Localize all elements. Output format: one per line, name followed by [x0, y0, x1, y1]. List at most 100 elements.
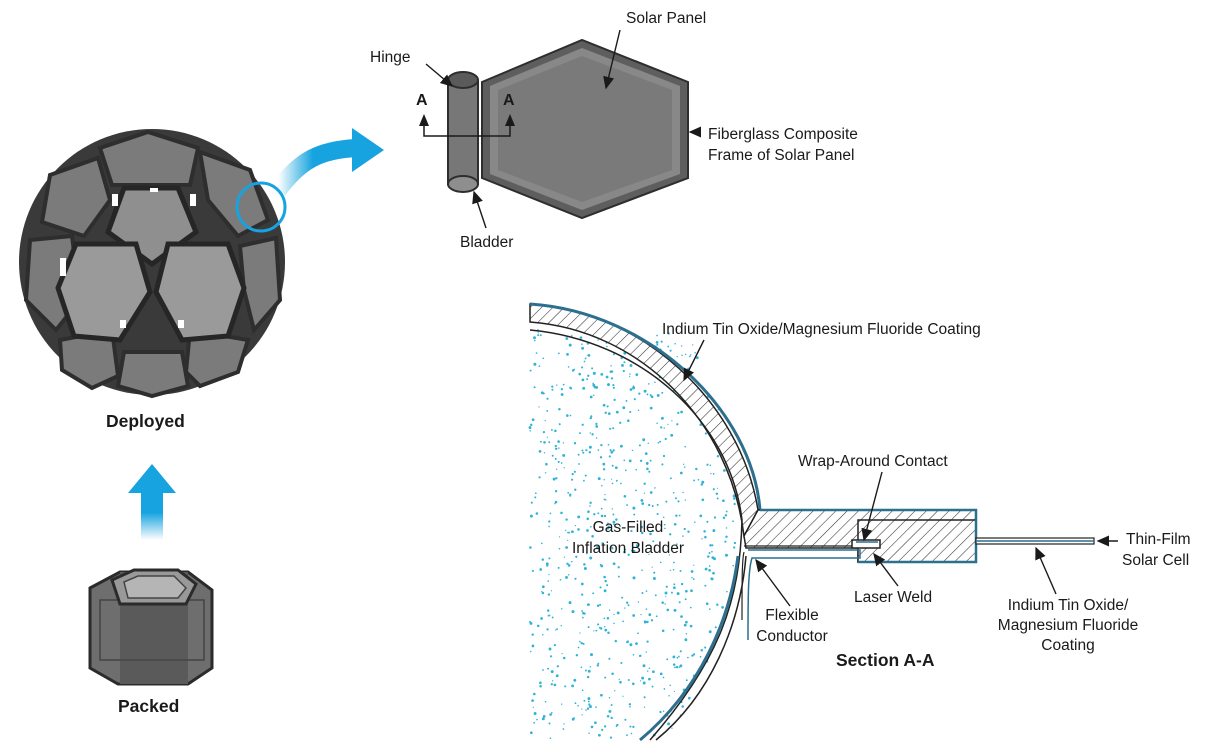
gas-particle: [648, 677, 651, 681]
gas-particle: [548, 520, 551, 523]
gas-particle: [643, 696, 646, 699]
gas-particle: [624, 548, 627, 551]
gas-particle: [560, 462, 563, 464]
gas-particle: [540, 617, 543, 620]
gas-particle: [562, 656, 566, 660]
gas-particle: [569, 414, 572, 417]
gas-particle: [591, 535, 594, 538]
gas-particle: [597, 339, 599, 341]
thin-film-label-line1: Thin-Film: [1126, 531, 1191, 548]
gas-particle: [581, 689, 584, 692]
gas-particle: [619, 525, 621, 527]
gas-particle: [616, 611, 620, 615]
gas-particle: [551, 385, 554, 388]
gas-particle: [609, 427, 612, 430]
gas-particle: [725, 553, 728, 557]
gas-particle: [613, 622, 615, 625]
gas-particle: [663, 427, 665, 429]
gas-particle: [668, 554, 671, 556]
gas-particle: [553, 683, 557, 687]
gas-particle: [589, 666, 592, 668]
gas-particle: [672, 569, 675, 571]
gas-particle: [712, 529, 716, 533]
gas-particle: [670, 433, 674, 437]
gas-particle: [657, 441, 660, 444]
gas-particle: [532, 706, 534, 708]
gas-particle: [638, 654, 641, 658]
gas-particle: [716, 454, 720, 458]
gas-particle: [595, 422, 598, 426]
gas-particle: [637, 601, 640, 603]
gas-particle: [595, 706, 597, 708]
gas-particle: [570, 335, 573, 337]
gas-particle: [669, 533, 672, 536]
gas-particle: [630, 732, 633, 735]
gas-particle: [643, 620, 647, 624]
gas-particle: [648, 613, 652, 617]
gas-particle: [581, 346, 585, 350]
gas-particle: [648, 667, 651, 669]
gas-particle: [654, 487, 656, 489]
gas-particle: [622, 369, 625, 373]
gas-particle: [574, 488, 577, 491]
gas-particle: [621, 596, 624, 599]
gas-particle: [600, 443, 603, 447]
gas-particle: [711, 556, 715, 559]
gas-particle: [531, 645, 534, 648]
gas-particle: [625, 399, 628, 402]
gas-particle: [641, 676, 645, 680]
coating-bottom-label-line3: Coating: [1041, 637, 1095, 654]
gas-particle: [692, 578, 695, 580]
gas-particle: [584, 357, 587, 360]
gas-particle: [679, 570, 682, 572]
gas-particle: [566, 531, 569, 534]
gas-particle: [626, 640, 629, 644]
gas-particle: [546, 436, 548, 438]
gas-particle: [597, 512, 600, 515]
gas-particle: [544, 700, 547, 703]
gas-particle: [560, 388, 564, 391]
gas-particle: [649, 459, 652, 462]
gas-particle: [637, 409, 640, 412]
gas-particle: [613, 523, 615, 526]
gas-particle: [556, 468, 558, 470]
gas-particle: [612, 384, 615, 387]
gas-particle: [618, 678, 620, 681]
gas-particle: [679, 471, 683, 475]
gas-particle: [529, 429, 531, 432]
gas-particle: [704, 646, 707, 649]
gas-particle: [664, 603, 666, 605]
gas-particle: [667, 722, 671, 726]
gas-particle: [656, 503, 659, 506]
gas-particle: [606, 714, 610, 718]
gas-particle: [673, 663, 675, 665]
gas-particle: [582, 451, 585, 454]
gas-particle: [535, 352, 538, 354]
gas-particle: [529, 423, 533, 427]
gas-particle: [589, 505, 591, 507]
gas-particle: [600, 514, 604, 518]
gas-particle: [610, 450, 614, 454]
gas-particle: [675, 543, 678, 546]
gas-particle: [581, 714, 583, 716]
gas-particle: [560, 608, 563, 610]
gas-particle: [617, 575, 620, 578]
gas-particle: [722, 499, 725, 503]
gas-particle: [579, 640, 581, 643]
gas-particle: [541, 590, 543, 593]
gas-particle: [639, 680, 642, 682]
gas-particle: [567, 491, 570, 494]
gas-particle: [587, 374, 590, 377]
gas-particle: [586, 675, 590, 679]
gas-particle: [539, 440, 542, 443]
gas-particle: [594, 721, 597, 725]
gas-particle: [550, 711, 553, 714]
section-title: Section A-A: [836, 650, 935, 670]
gas-particle: [611, 478, 613, 480]
gas-particle: [578, 372, 581, 376]
gas-particle: [656, 334, 658, 337]
gas-particle: [529, 620, 531, 623]
gas-particle: [554, 457, 557, 460]
gas-particle: [629, 725, 632, 728]
gas-particle: [647, 544, 649, 546]
